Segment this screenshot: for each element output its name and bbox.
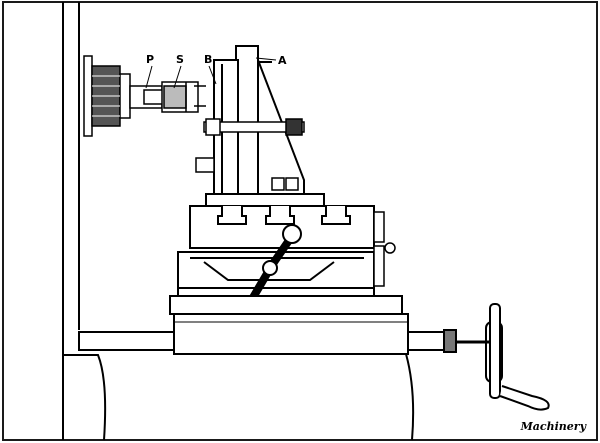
label-p: P: [146, 53, 155, 66]
credit-text: Machinery: [520, 420, 586, 433]
handwheel: [456, 303, 550, 411]
label-b: B: [204, 53, 213, 66]
knee-lower: [173, 313, 409, 355]
base-plate: [205, 193, 325, 207]
knee: [169, 295, 403, 315]
label-a: A: [278, 54, 287, 67]
feed-screw: [78, 329, 457, 353]
table-t-slots: [189, 205, 375, 249]
gib-screw: [373, 211, 396, 287]
label-s: S: [176, 53, 184, 66]
clamp-bolt: [195, 118, 305, 191]
knurled-chuck: [83, 55, 131, 137]
knee-skirt: [405, 353, 415, 441]
arbor-p: [129, 81, 206, 113]
machine-column: [62, 2, 107, 441]
